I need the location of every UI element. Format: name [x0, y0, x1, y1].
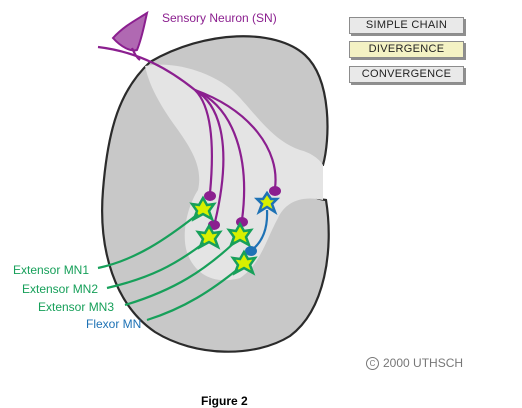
synaptic-terminal	[269, 186, 281, 196]
sensory-axon-root	[97, 45, 196, 91]
extensor-mn2-axon	[106, 242, 205, 290]
sensory-branch	[194, 88, 277, 189]
sensory-branch	[194, 89, 225, 223]
flexor-mn-label: Flexor MN	[86, 317, 141, 331]
extensor-mn3-label: Extensor MN3	[38, 300, 114, 314]
sensory-neuron-label: Sensory Neuron (SN)	[162, 11, 277, 25]
copyright-icon: C	[366, 356, 379, 370]
interneuron-soma	[253, 190, 281, 216]
simple-chain-button[interactable]: SIMPLE CHAIN	[349, 17, 464, 34]
flexor-mn-axon	[146, 268, 239, 322]
copyright-text: 2000 UTHSCH	[383, 356, 464, 370]
interneuron-terminal	[245, 246, 257, 256]
extensor-mn2-label: Extensor MN2	[22, 282, 98, 296]
copyright-notice: C 2000 UTHSCH	[366, 356, 463, 370]
sensory-neuron-soma	[111, 10, 149, 52]
flexor-mn-soma	[230, 249, 258, 276]
figure-caption: Figure 2	[201, 394, 248, 408]
convergence-button[interactable]: CONVERGENCE	[349, 66, 464, 83]
extensor-mn1-axon	[97, 213, 199, 270]
extensor-mn1-label: Extensor MN1	[13, 263, 89, 277]
extensor-mn3-axon	[124, 241, 236, 307]
sensory-branch	[194, 88, 246, 221]
synaptic-terminal	[204, 191, 216, 201]
sensory-branch	[194, 89, 213, 194]
extensor-mn2-soma	[195, 223, 223, 250]
divergence-button[interactable]: DIVERGENCE	[349, 41, 464, 58]
extensor-mn3-soma	[226, 221, 254, 248]
gray-matter	[145, 64, 323, 281]
